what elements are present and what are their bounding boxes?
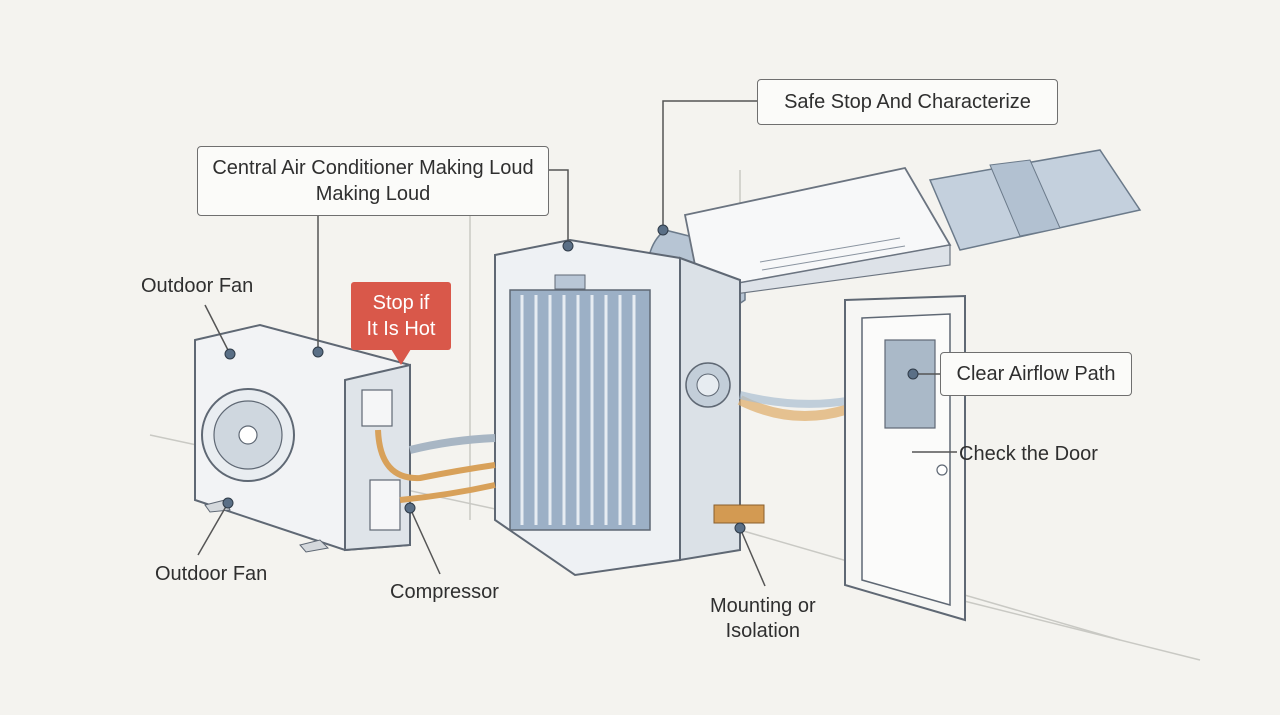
compressor-label: Compressor — [390, 581, 499, 603]
refrigerant-lines — [375, 429, 496, 503]
stop-if-hot-warning: Stop if It Is Hot — [351, 282, 451, 350]
air-handler — [494, 238, 765, 577]
safe-stop-callout: Safe Stop And Characterize — [757, 79, 1058, 125]
outdoor-fan-top-label: Outdoor Fan — [141, 275, 254, 297]
mounting-label: Mounting or Isolation — [710, 594, 816, 644]
mounting-line-2: Isolation — [725, 620, 801, 642]
warning-line-2: It Is Hot — [366, 318, 436, 340]
check-door-label: Check the Door — [959, 443, 1098, 465]
title-line-2: Making Loud — [315, 183, 431, 205]
title-callout: Central Air Conditioner Making Loud Maki… — [197, 146, 549, 216]
leader-lines — [197, 100, 957, 587]
anchor-dots — [222, 224, 919, 534]
warning-line-1: Stop if — [372, 292, 430, 314]
door — [844, 294, 966, 622]
title-line-1: Central Air Conditioner Making Loud — [212, 157, 534, 179]
outdoor-unit — [194, 323, 411, 553]
outdoor-fan-bottom-label: Outdoor Fan — [155, 563, 268, 585]
warning-pointer — [391, 349, 411, 365]
mounting-line-1: Mounting or — [710, 595, 816, 617]
clear-airflow-callout: Clear Airflow Path — [940, 352, 1132, 396]
